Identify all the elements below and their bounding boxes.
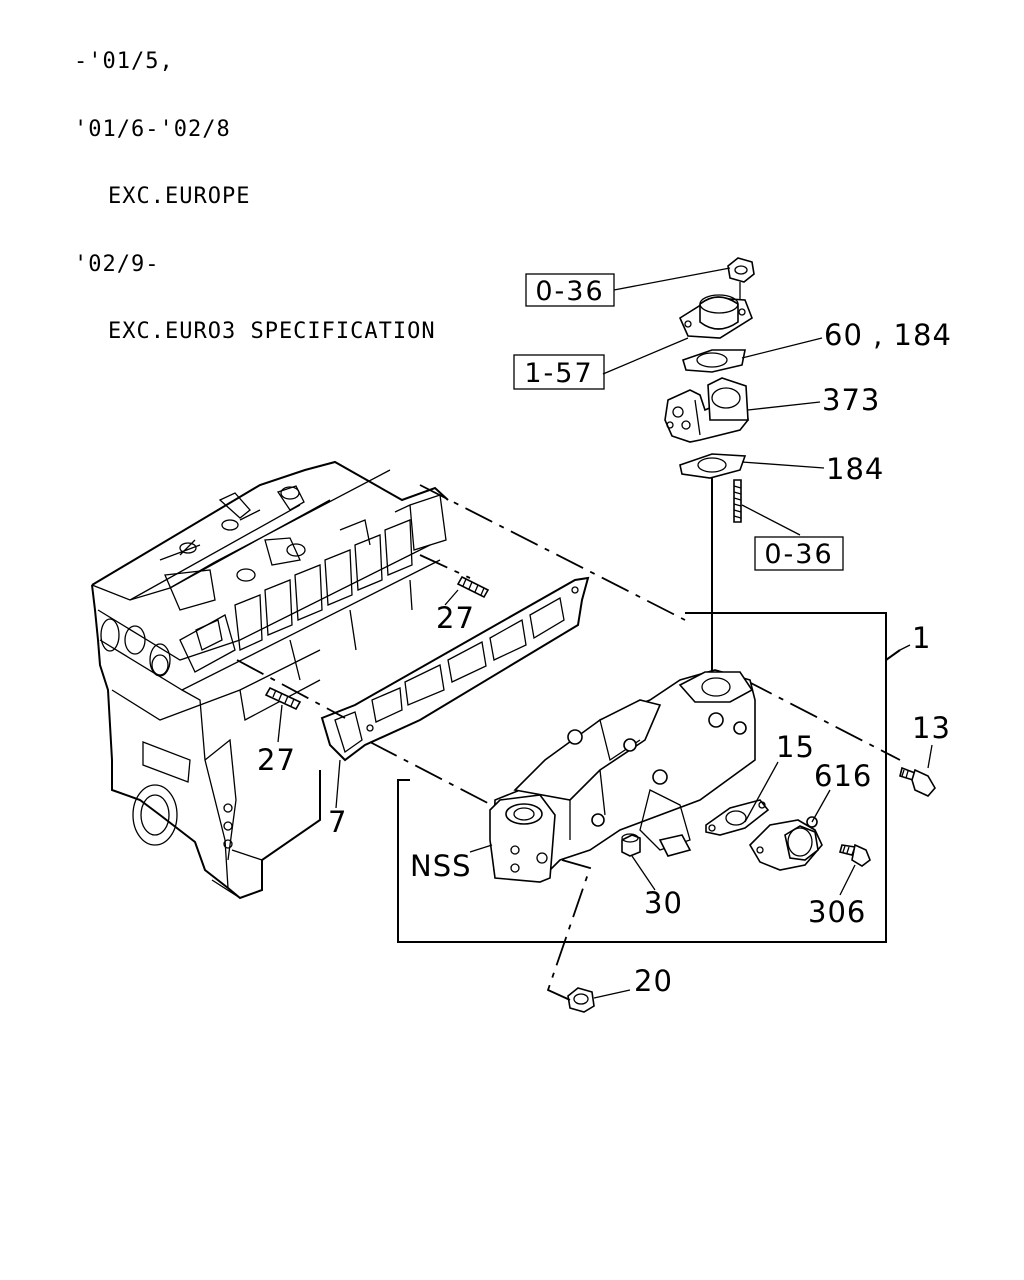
bolt-306 (839, 843, 871, 867)
bolt-13 (899, 766, 936, 797)
bracket-box-1 (397, 612, 901, 943)
egr-cover-plate (678, 294, 753, 339)
callout-20: 20 (634, 964, 673, 998)
note-line-4: '02/9- (74, 251, 160, 277)
callout-nss: NSS (410, 849, 472, 883)
callout-13: 13 (912, 711, 951, 745)
callout-1: 1 (912, 621, 931, 655)
note-line-1: -'01/5, (74, 49, 174, 74)
head-intake-ports (234, 494, 447, 651)
svg-text:1-57: 1-57 (524, 358, 593, 389)
svg-text:0-36: 0-36 (535, 276, 604, 307)
callout-60-184: 60 , 184 (824, 318, 952, 352)
callout-27-upper: 27 (436, 601, 475, 635)
callout-27-lower: 27 (257, 743, 296, 777)
egr-valve-373 (664, 377, 749, 443)
callout-15: 15 (776, 730, 815, 764)
leader-lines (277, 267, 933, 999)
callout-7: 7 (328, 805, 347, 839)
intake-manifold-gasket-7 (320, 576, 590, 762)
stud-27-lower (264, 686, 302, 711)
ref-box-0-36-stud: 0-36 (754, 536, 844, 571)
valve-616 (748, 816, 823, 871)
callout-30: 30 (644, 886, 683, 920)
egr-stud (733, 479, 742, 523)
egr-nut-top (727, 257, 755, 283)
nut-20 (567, 987, 595, 1013)
applicability-notes: -'01/5, '01/6-'02/8 EXC.EUROPE '02/9- EX… (74, 6, 436, 366)
gasket-60-184 (682, 349, 746, 373)
callout-184: 184 (826, 452, 884, 486)
plug-30 (621, 833, 641, 857)
callout-306: 306 (808, 895, 866, 929)
note-line-5: EXC.EURO3 SPECIFICATION (108, 319, 436, 344)
alignment-line-nut (546, 859, 592, 1001)
stud-27-upper (456, 575, 490, 599)
gasket-15 (705, 799, 770, 836)
alignment-line-upper (419, 484, 686, 621)
gasket-184 (679, 453, 747, 479)
ref-box-1-57: 1-57 (513, 354, 605, 390)
svg-text:0-36: 0-36 (764, 539, 833, 570)
intake-manifold-nss (489, 669, 756, 883)
ref-box-0-36-top: 0-36 (525, 273, 615, 307)
callout-373: 373 (822, 383, 880, 417)
note-line-3: EXC.EUROPE (108, 184, 251, 209)
engine-block-drawing (91, 460, 449, 900)
note-line-2: '01/6-'02/8 (74, 116, 231, 142)
callout-616: 616 (814, 759, 872, 793)
